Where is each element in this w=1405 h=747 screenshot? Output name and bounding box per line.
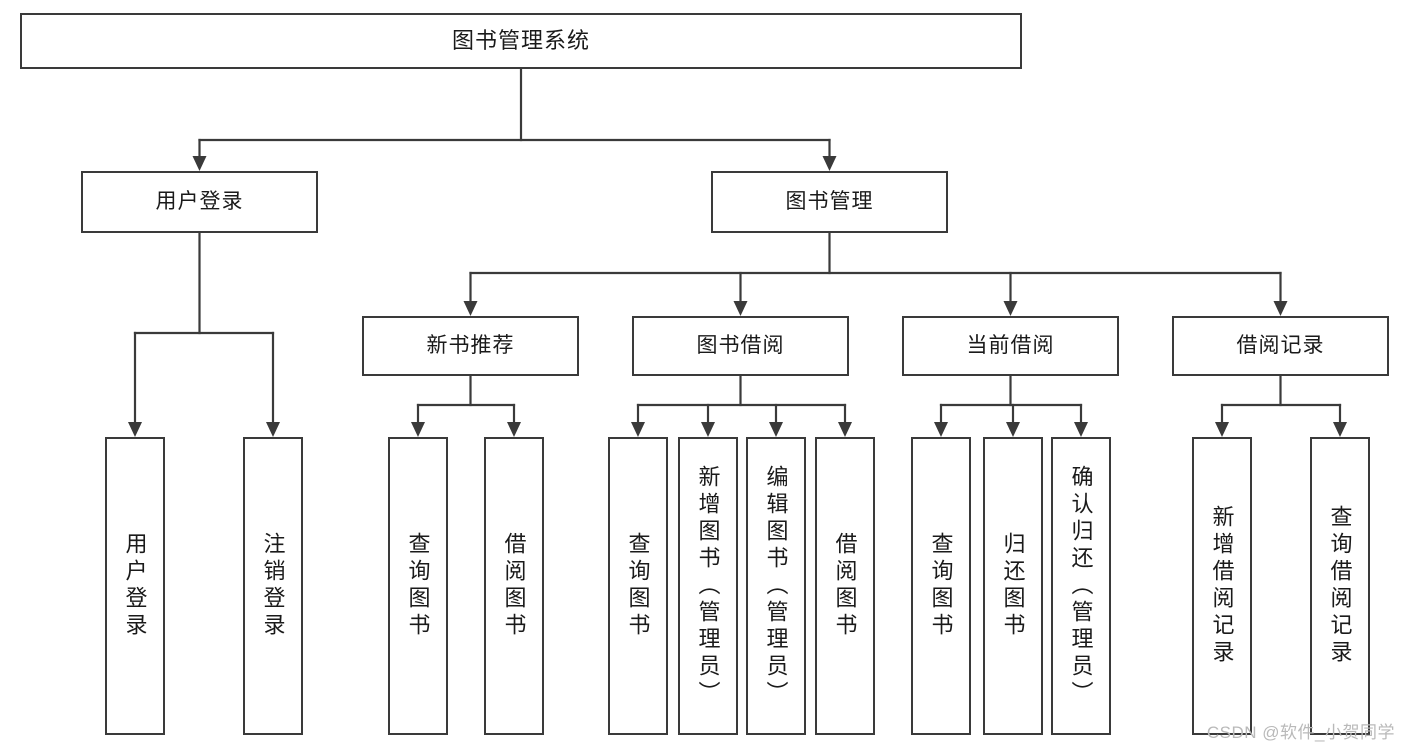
node-leaf6[interactable]: 新增图书（管理员） xyxy=(678,437,738,735)
node-l1b[interactable]: 图书管理 xyxy=(711,171,948,233)
node-leaf13[interactable]: 查询借阅记录 xyxy=(1310,437,1370,735)
node-leaf12[interactable]: 新增借阅记录 xyxy=(1192,437,1252,735)
node-leaf7[interactable]: 编辑图书（管理员） xyxy=(746,437,806,735)
node-label: 编辑图书（管理员） xyxy=(763,464,789,708)
node-label: 查询借阅记录 xyxy=(1327,505,1353,667)
node-leaf11[interactable]: 确认归还（管理员） xyxy=(1051,437,1111,735)
node-label: 用户登录 xyxy=(155,190,244,214)
node-l2d[interactable]: 借阅记录 xyxy=(1172,316,1389,376)
node-leaf4[interactable]: 借阅图书 xyxy=(484,437,544,735)
node-label: 图书借阅 xyxy=(696,334,785,358)
node-l2c[interactable]: 当前借阅 xyxy=(902,316,1119,376)
node-root[interactable]: 图书管理系统 xyxy=(20,13,1022,69)
node-label: 查询图书 xyxy=(625,532,651,640)
node-label: 新增借阅记录 xyxy=(1209,505,1235,667)
arrow-head-l2c xyxy=(1003,301,1018,316)
node-label: 归还图书 xyxy=(1000,532,1026,640)
arrow-head-leaf8 xyxy=(838,422,852,437)
node-leaf9[interactable]: 查询图书 xyxy=(911,437,971,735)
node-label: 查询图书 xyxy=(928,532,954,640)
node-leaf3[interactable]: 查询图书 xyxy=(388,437,448,735)
watermark-label: CSDN @软件_小贺同学 xyxy=(1206,723,1395,742)
node-label: 查询图书 xyxy=(405,532,431,640)
node-leaf10[interactable]: 归还图书 xyxy=(983,437,1043,735)
node-leaf2[interactable]: 注销登录 xyxy=(243,437,303,735)
node-label: 注销登录 xyxy=(260,532,286,640)
arrow-head-leaf11 xyxy=(1074,422,1088,437)
arrow-head-leaf3 xyxy=(411,422,425,437)
arrow-head-l2a xyxy=(463,301,478,316)
arrow-head-leaf6 xyxy=(701,422,715,437)
node-label: 借阅记录 xyxy=(1236,334,1325,358)
node-leaf1[interactable]: 用户登录 xyxy=(105,437,165,735)
arrow-head-leaf12 xyxy=(1215,422,1229,437)
arrow-head-l1b xyxy=(822,156,837,171)
arrow-head-leaf4 xyxy=(507,422,521,437)
node-label: 用户登录 xyxy=(122,532,148,640)
arrow-head-l1a xyxy=(192,156,207,171)
node-label: 图书管理系统 xyxy=(451,27,590,53)
node-l2b[interactable]: 图书借阅 xyxy=(632,316,849,376)
node-leaf8[interactable]: 借阅图书 xyxy=(815,437,875,735)
node-label: 借阅图书 xyxy=(832,532,858,640)
arrow-head-l2d xyxy=(1273,301,1288,316)
node-label: 新增图书（管理员） xyxy=(695,464,721,708)
arrow-head-leaf9 xyxy=(934,422,948,437)
arrow-head-leaf13 xyxy=(1333,422,1347,437)
node-label: 借阅图书 xyxy=(501,532,527,640)
node-l2a[interactable]: 新书推荐 xyxy=(362,316,579,376)
node-label: 当前借阅 xyxy=(966,334,1055,358)
node-label: 确认归还（管理员） xyxy=(1068,464,1094,708)
arrow-head-leaf10 xyxy=(1006,422,1020,437)
node-leaf5[interactable]: 查询图书 xyxy=(608,437,668,735)
arrow-head-leaf2 xyxy=(266,422,280,437)
arrow-head-leaf7 xyxy=(769,422,783,437)
arrow-head-leaf5 xyxy=(631,422,645,437)
arrow-head-l2b xyxy=(733,301,748,316)
node-label: 图书管理 xyxy=(785,190,874,214)
arrow-head-leaf1 xyxy=(128,422,142,437)
node-label: 新书推荐 xyxy=(426,334,515,358)
node-l1a[interactable]: 用户登录 xyxy=(81,171,318,233)
